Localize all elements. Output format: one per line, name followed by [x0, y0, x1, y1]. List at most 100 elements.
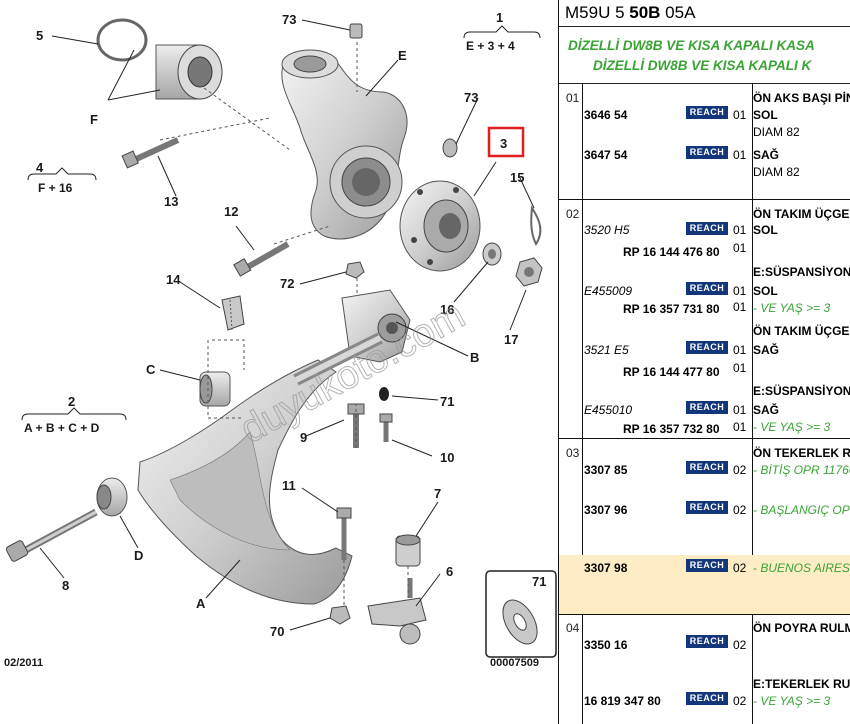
- grid-col-2: [752, 83, 753, 724]
- reach-badge[interactable]: REACH: [686, 461, 728, 474]
- part-note: DIAM 82: [753, 125, 800, 139]
- callout-2-group: A + B + C + D: [24, 421, 100, 435]
- inset-label-71: 71: [532, 574, 546, 589]
- bolt-11: [336, 507, 352, 560]
- part-condition: - VE YAŞ >= 3: [753, 694, 831, 708]
- part-description: E:SÜSPANSİYON: [753, 384, 850, 398]
- callout-16: 16: [440, 302, 454, 317]
- section-divider-3: [559, 438, 850, 439]
- leader-lines: [39, 19, 535, 631]
- part-reference[interactable]: 3520 H5: [584, 223, 630, 237]
- reach-badge[interactable]: REACH: [686, 106, 728, 119]
- callout-8: 8: [62, 578, 69, 593]
- callout-3-highlight[interactable]: 3: [487, 126, 525, 158]
- part-quantity: 01: [733, 223, 747, 237]
- part-reference[interactable]: 3307 85: [584, 463, 628, 477]
- subheading-1: DİZELLİ DW8B VE KISA KAPALI KASA: [568, 38, 815, 53]
- part-reference-alt[interactable]: RP 16 144 477 80: [623, 365, 720, 379]
- reach-badge[interactable]: REACH: [686, 341, 728, 354]
- callout-b: B: [470, 350, 479, 365]
- part-reference[interactable]: 3646 54: [584, 108, 628, 122]
- bolt-10: [379, 413, 393, 442]
- section-number: 03: [566, 446, 580, 460]
- callout-a: A: [196, 596, 206, 611]
- bolt-12: [233, 241, 290, 277]
- reach-badge[interactable]: REACH: [686, 282, 728, 295]
- section-number: 02: [566, 207, 580, 221]
- part-description: ÖN TAKIM ÜÇGEN: [753, 207, 850, 221]
- parts-list-panel: M59U 5 50B 05A DİZELLİ DW8B VE KISA KAPA…: [558, 0, 850, 724]
- part-description: ÖN AKS BAŞI PİNYON: [753, 91, 850, 105]
- model-suffix: 05A: [660, 3, 696, 22]
- part-condition: - VE YAŞ >= 3: [753, 301, 831, 315]
- title-divider: [559, 26, 850, 27]
- part-side: SAĞ: [753, 343, 780, 357]
- header-divider: [559, 83, 850, 84]
- callout-f: F: [90, 112, 98, 127]
- part-quantity: 01: [733, 403, 747, 417]
- callout-4-group: F + 16: [38, 181, 73, 195]
- part-quantity: 01: [733, 284, 747, 298]
- part-description: ÖN TEKERLEK RULMANI: [753, 446, 850, 460]
- wheel-hub-part: [399, 180, 481, 272]
- part-description: E:SÜSPANSİYON: [753, 265, 850, 279]
- callout-14: 14: [166, 272, 181, 287]
- callout-1: 1: [496, 10, 503, 25]
- part-description: E:TEKERLEK RULMANI: [753, 677, 850, 691]
- ball-joint-6: [367, 578, 427, 645]
- part-quantity: 01: [733, 148, 747, 162]
- part-reference[interactable]: 3647 54: [584, 148, 628, 162]
- group-brackets: [21, 25, 541, 421]
- part-side: SOL: [753, 284, 778, 298]
- bolt-nut-73-top: [349, 23, 363, 39]
- part-reference[interactable]: 3350 16: [584, 638, 628, 652]
- part-quantity: 02: [733, 638, 747, 652]
- callout-17: 17: [504, 332, 518, 347]
- part-reference-alt[interactable]: RP 16 357 732 80: [623, 422, 720, 436]
- callout-73-top: 73: [282, 12, 296, 27]
- part-reference[interactable]: 3307 96: [584, 503, 628, 517]
- arm-bracket-b: [293, 289, 411, 386]
- inset-box-71: 71: [485, 570, 557, 658]
- reach-badge[interactable]: REACH: [686, 401, 728, 414]
- part-description: ÖN POYRA RULMANI: [753, 621, 850, 635]
- lower-control-arm: [137, 359, 353, 605]
- part-quantity: 01: [733, 300, 747, 314]
- reach-badge[interactable]: REACH: [686, 692, 728, 705]
- callout-72: 72: [280, 276, 294, 291]
- part-condition: - BAŞLANGIÇ OPR: [753, 503, 850, 517]
- part-condition: - BİTİŞ OPR 11760: [753, 463, 850, 477]
- part-side: SAĞ: [753, 403, 780, 417]
- part-reference[interactable]: 3521 E5: [584, 343, 629, 357]
- reach-badge[interactable]: REACH: [686, 222, 728, 235]
- diagram-date: 02/2011: [4, 657, 43, 669]
- reach-badge[interactable]: REACH: [686, 559, 728, 572]
- part-reference-alt[interactable]: RP 16 144 476 80: [623, 245, 720, 259]
- model-prefix: M59U 5: [565, 3, 630, 22]
- part-side: SOL: [753, 108, 778, 122]
- part-reference[interactable]: E455009: [584, 284, 633, 298]
- circlip-part: [96, 18, 148, 62]
- split-pin-15: [530, 205, 542, 246]
- part-side: SOL: [753, 223, 778, 237]
- nut-72: [345, 261, 365, 279]
- callout-13: 13: [164, 194, 178, 209]
- part-reference[interactable]: 16 819 347 80: [584, 694, 661, 708]
- callout-e: E: [398, 48, 407, 63]
- reach-badge[interactable]: REACH: [686, 635, 728, 648]
- callout-5: 5: [36, 28, 43, 43]
- reach-badge[interactable]: REACH: [686, 146, 728, 159]
- part-reference[interactable]: 3307 98: [584, 561, 628, 575]
- reach-badge[interactable]: REACH: [686, 501, 728, 514]
- part-reference-alt[interactable]: RP 16 357 731 80: [623, 302, 720, 316]
- part-quantity: 01: [733, 241, 747, 255]
- bolt-13: [121, 137, 180, 169]
- section-divider-4: [559, 614, 850, 615]
- wheel-bearing-part: [155, 44, 223, 100]
- nut-70: [329, 605, 351, 625]
- arm-rear-bushing-c: [199, 371, 231, 407]
- parts-diagram: 1 E + 3 + 4 4 F + 16 2 A + B + C + D 5 F…: [4, 10, 557, 669]
- part-reference[interactable]: E455010: [584, 403, 633, 417]
- callout-6: 6: [446, 564, 453, 579]
- callout-73-side: 73: [464, 90, 478, 105]
